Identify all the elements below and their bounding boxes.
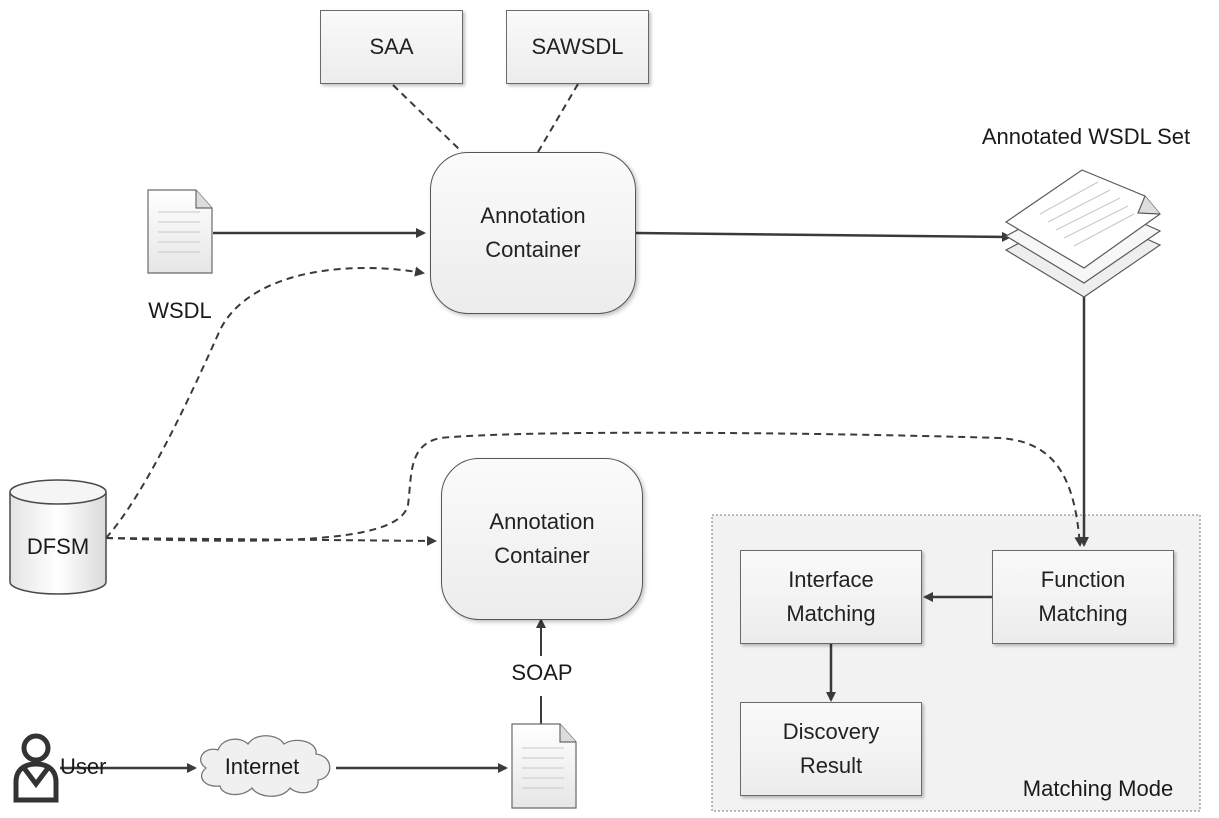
annotation-container-bottom-label: Annotation Container: [489, 509, 595, 568]
discovery-result-box: Discovery Result: [740, 702, 922, 796]
discovery-result-label: Discovery Result: [782, 719, 880, 778]
arrow-container-to-annotated-set: [635, 231, 1012, 242]
saa-label: SAA: [369, 34, 414, 59]
annotated-wsdl-set-label: Annotated WSDL Set: [981, 124, 1191, 149]
soap-document-icon: [511, 723, 577, 809]
connector-sawsdl-container: [537, 83, 579, 153]
saa-box: SAA: [320, 10, 463, 84]
dfsm-label: DFSM: [26, 534, 90, 559]
wsdl-label: WSDL: [148, 298, 212, 323]
user-icon: [13, 733, 59, 803]
arrow-dfsm-to-top-container: [105, 266, 425, 539]
arrow-dfsm-to-function-matching: [105, 431, 1085, 547]
annotated-wsdl-set-icon: [1004, 169, 1162, 298]
dfsm-database-icon: [9, 479, 107, 595]
internet-cloud-icon: [200, 735, 331, 797]
matching-mode-label: Matching Mode: [1022, 776, 1174, 801]
annotation-container-top: Annotation Container: [430, 152, 636, 314]
wsdl-document-icon: [147, 189, 213, 274]
annotation-container-top-label: Annotation Container: [480, 203, 586, 262]
function-matching-box: Function Matching: [992, 550, 1174, 644]
connector-saa-container: [392, 84, 463, 153]
internet-label: Internet: [224, 754, 300, 779]
sawsdl-label: SAWSDL: [531, 34, 624, 59]
user-label: User: [60, 754, 107, 779]
interface-matching-box: Interface Matching: [740, 550, 922, 644]
soap-label: SOAP: [511, 660, 573, 685]
arrow-dfsm-to-bottom-container: [105, 535, 437, 546]
interface-matching-label: Interface Matching: [786, 567, 876, 626]
annotation-container-bottom: Annotation Container: [441, 458, 643, 620]
function-matching-label: Function Matching: [1038, 567, 1128, 626]
sawsdl-box: SAWSDL: [506, 10, 649, 84]
